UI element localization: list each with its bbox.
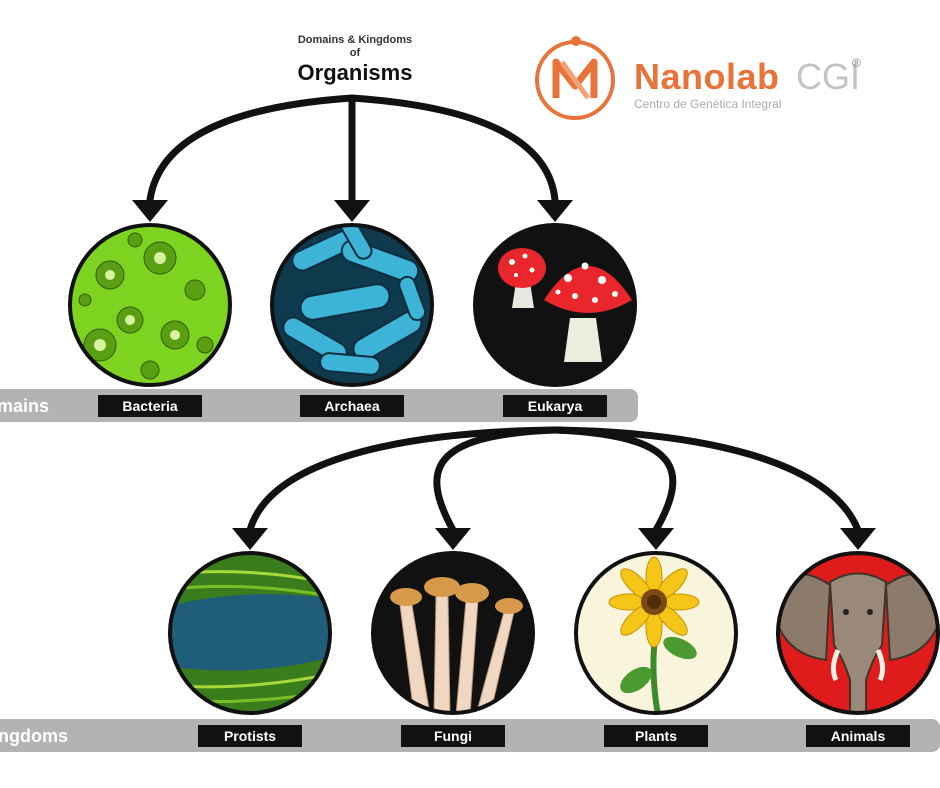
header-line2: of	[349, 47, 361, 59]
domains-band-label: Domains	[0, 396, 50, 416]
tag-plants: Plants	[604, 725, 708, 747]
logo-tagline: Centro de Genética Integral	[634, 97, 782, 111]
bacteria-icon	[68, 223, 232, 387]
nanolab-logo-mark	[535, 36, 615, 120]
tag-animals: Animals	[806, 725, 910, 747]
domain-arrowheads	[132, 200, 573, 222]
kingdoms-band-label: Kingdoms	[0, 726, 68, 746]
tag-eukarya: Eukarya	[503, 395, 607, 417]
tag-archaea: Archaea	[300, 395, 404, 417]
tag-fungi: Fungi	[401, 725, 505, 747]
logo-name: Nanolab	[634, 56, 780, 97]
kingdom-arrowheads	[232, 528, 876, 550]
header-line1: Domains & Kingdoms	[297, 34, 413, 46]
domain-arrows	[146, 94, 559, 204]
elephant-icon	[776, 551, 940, 715]
eukarya-mushroom-icon	[473, 223, 637, 387]
protists-icon	[168, 551, 332, 715]
kingdom-arrows	[246, 426, 862, 534]
page-title: Organisms	[297, 60, 413, 85]
logo-registered: ®	[852, 56, 861, 70]
sunflower-icon	[574, 551, 738, 715]
tag-protists: Protists	[198, 725, 302, 747]
archaea-icon	[270, 223, 434, 387]
logo-suffix: CGI	[796, 56, 861, 97]
tag-bacteria: Bacteria	[98, 395, 202, 417]
fungi-icon	[371, 551, 535, 715]
